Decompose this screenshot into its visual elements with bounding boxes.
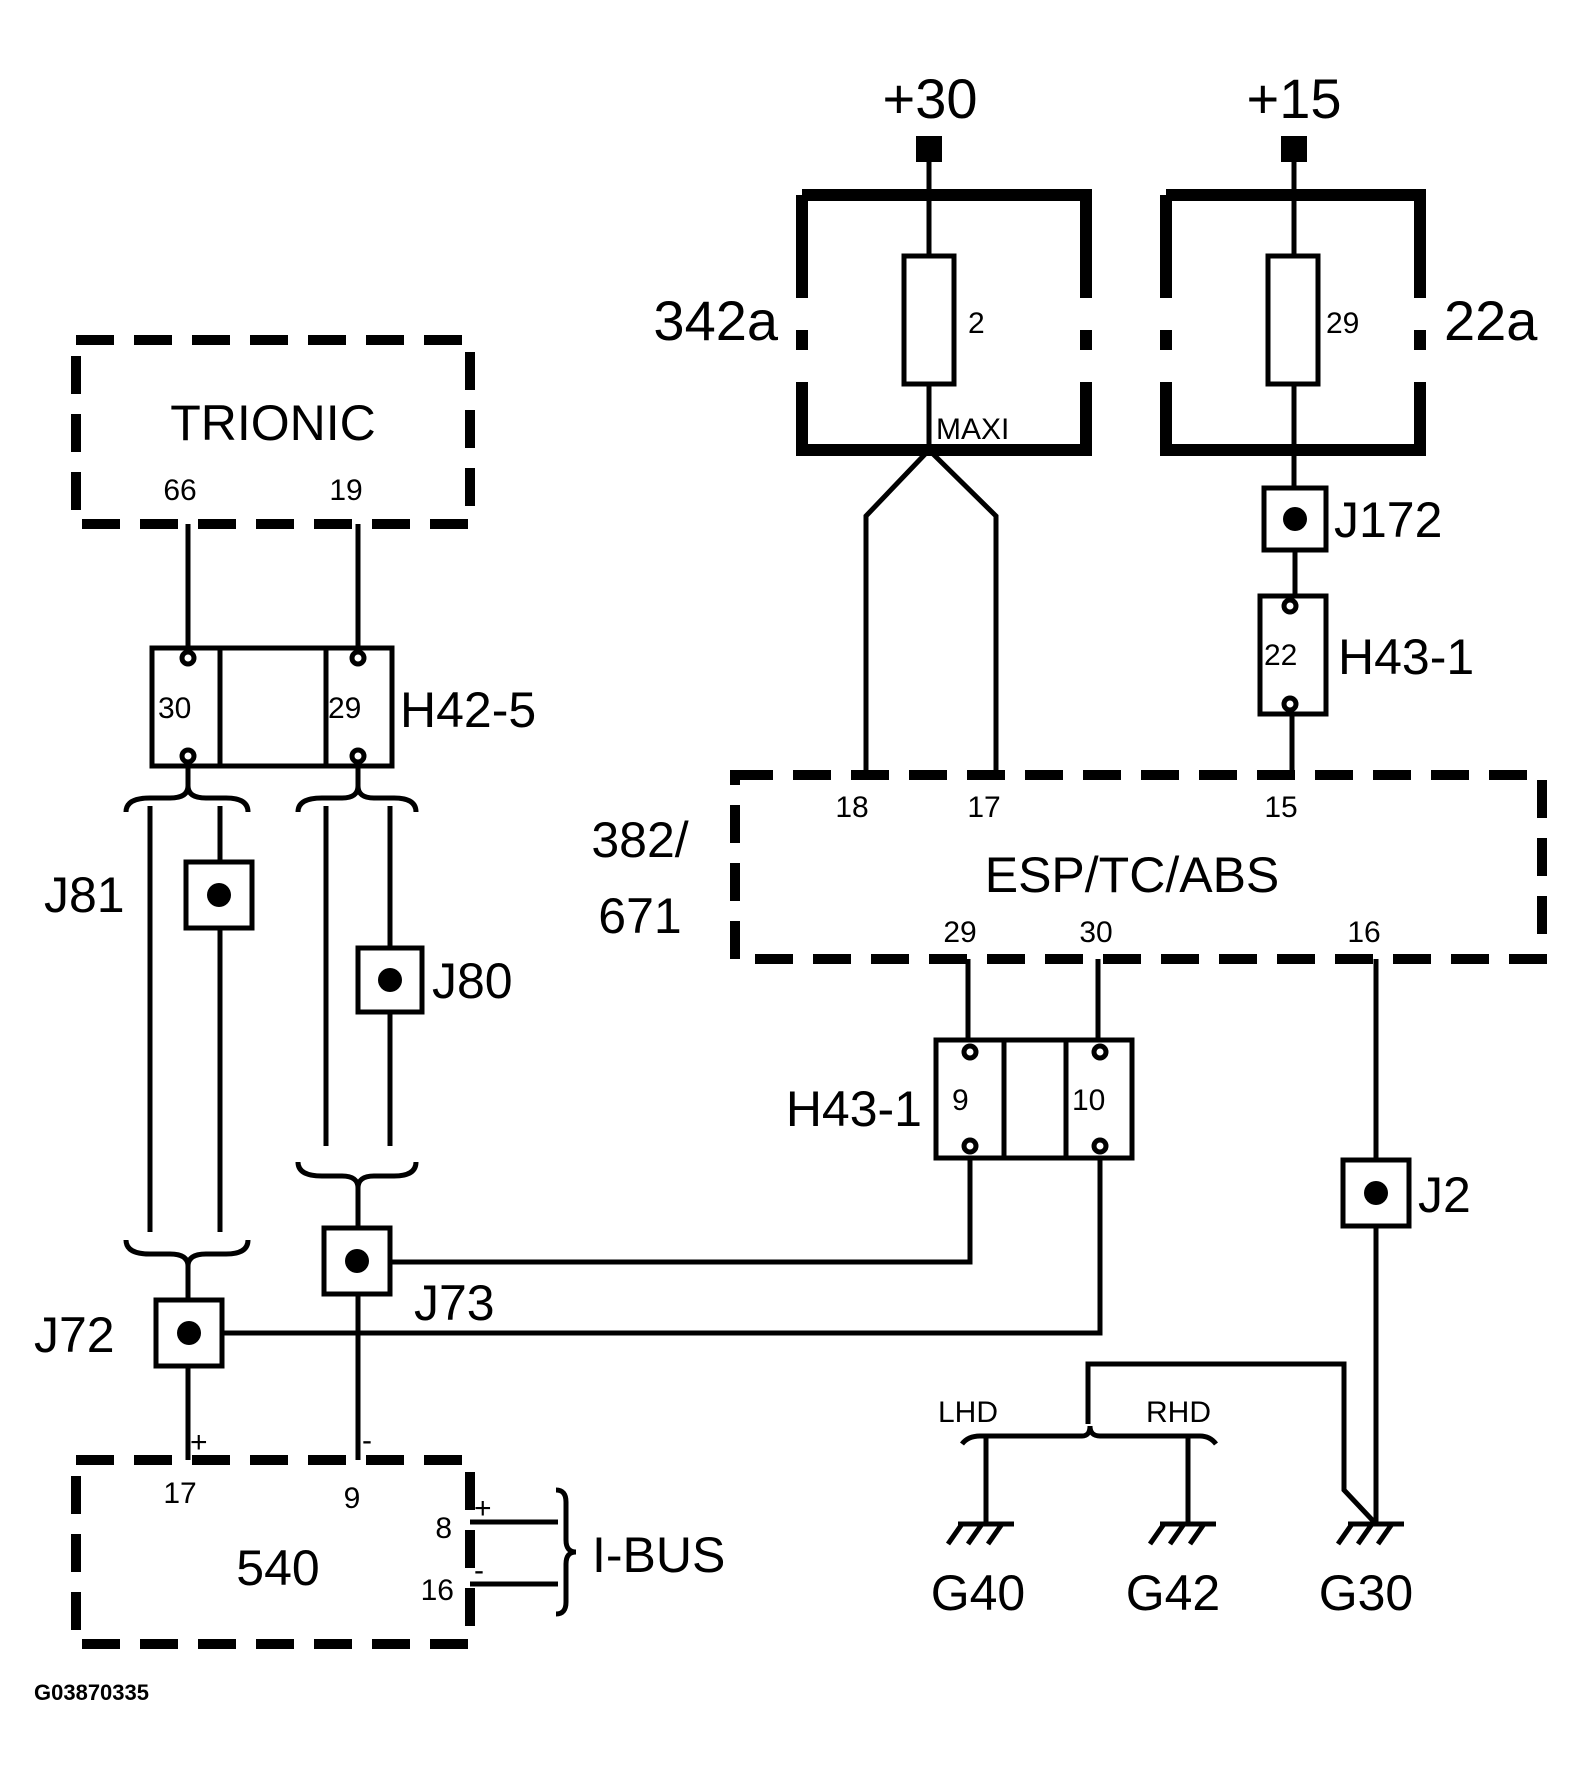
splice-j73-label: J73 [414, 1275, 495, 1331]
supply-plus15-terminal [1281, 136, 1307, 162]
trionic-module: TRIONIC 66 19 [71, 335, 475, 529]
ibus-minus-sign: - [474, 1554, 484, 1587]
connector-h43-1-top-label: H43-1 [1338, 629, 1474, 685]
connector-h43-1-mid-pin-10: 10 [1072, 1084, 1105, 1117]
fuse-box-342a: 2 MAXI 342a [653, 162, 1092, 456]
ground-g30: G30 [1319, 1521, 1414, 1621]
esp-pin-18: 18 [835, 791, 868, 824]
connector-h43-1-top: 22 H43-1 [1257, 593, 1474, 717]
splice-j72-label: J72 [34, 1307, 115, 1363]
esp-pin-17: 17 [967, 791, 1000, 824]
fuse-box-22a-label: 22a [1444, 289, 1538, 352]
module540-bus-pin-8: 8 [435, 1512, 452, 1545]
supply-plus30: +30 [883, 67, 978, 162]
twisted-pair-brace-j73 [295, 1161, 419, 1189]
ground-g42: G42 [1126, 1521, 1221, 1621]
connector-h43-1-mid-pin-9: 9 [952, 1084, 969, 1117]
ground-selector: LHD RHD [938, 1361, 1378, 1526]
splice-j2-label: J2 [1418, 1167, 1471, 1223]
connector-h42-5-label: H42-5 [400, 682, 536, 738]
fuse-box-22a: 29 22a [1160, 162, 1538, 488]
splice-j80: J80 [355, 945, 513, 1015]
connector-h43-1-mid: 9 10 H43-1 [786, 1037, 1135, 1161]
connector-h43-1-top-pin: 22 [1264, 639, 1297, 672]
ground-g42-label: G42 [1126, 1565, 1221, 1621]
twisted-pair-brace-j81 [123, 785, 251, 813]
splice-j2: J2 [1340, 1157, 1471, 1229]
module540-label: 540 [236, 1540, 319, 1596]
ibus-brace [555, 1487, 577, 1617]
trionic-label: TRIONIC [170, 395, 376, 451]
ground-g40: G40 [931, 1521, 1026, 1621]
twisted-pair-brace-j72 [123, 1239, 251, 1267]
connector-h42-5-pin-29: 29 [328, 692, 361, 725]
fuse-29-number: 29 [1326, 307, 1359, 340]
esp-module-label: ESP/TC/ABS [985, 847, 1280, 903]
module540-pin-9: 9 [344, 1482, 361, 1515]
esp-module-id-line2: 671 [598, 888, 681, 944]
trionic-pin-66: 66 [163, 474, 196, 507]
splice-j80-label: J80 [432, 953, 513, 1009]
esp-module: ESP/TC/ABS 18 17 15 29 30 16 382/ 671 [591, 770, 1547, 964]
splice-j172-label: J172 [1334, 492, 1442, 548]
supply-plus30-terminal [916, 136, 942, 162]
module540-bus-pin-16: 16 [421, 1574, 454, 1607]
ground-g30-label: G30 [1319, 1565, 1414, 1621]
esp-pin-15: 15 [1264, 791, 1297, 824]
lhd-label: LHD [938, 1396, 998, 1429]
esp-pin-29: 29 [943, 916, 976, 949]
figure-id: G03870335 [34, 1680, 149, 1705]
module540-pin-17: 17 [163, 1477, 196, 1510]
wire-h43-10-to-j72 [222, 1158, 1103, 1336]
esp-pin-30: 30 [1079, 916, 1112, 949]
connector-h42-5: 30 29 H42-5 [149, 645, 536, 769]
module-540: 540 17 9 8 16 [71, 1455, 475, 1649]
connector-h43-1-mid-label: H43-1 [786, 1081, 922, 1137]
esp-module-id-line1: 382/ [591, 812, 688, 868]
ground-g40-label: G40 [931, 1565, 1026, 1621]
rhd-label: RHD [1146, 1396, 1211, 1429]
module540-minus-sign: - [362, 1424, 372, 1457]
fuse-2 [901, 253, 957, 387]
splice-j81-label: J81 [44, 867, 125, 923]
wire-h43-9-to-j73 [390, 1158, 973, 1265]
splice-j72: J72 [34, 1297, 225, 1369]
esp-pin-16: 16 [1347, 916, 1380, 949]
fuse-type-label: MAXI [936, 413, 1009, 446]
connector-h42-5-pin-30: 30 [158, 692, 191, 725]
fuse-box-342a-label: 342a [653, 289, 778, 352]
fuse-29 [1265, 253, 1321, 387]
twisted-pair-brace-j80 [295, 785, 419, 813]
trionic-pin-19: 19 [329, 474, 362, 507]
splice-j73: J73 [321, 1225, 495, 1331]
module540-plus-sign: + [190, 1426, 208, 1459]
fuse-2-number: 2 [968, 307, 985, 340]
ibus-label: I-BUS [592, 1527, 725, 1583]
ibus: + - I-BUS [470, 1487, 725, 1617]
supply-plus30-label: +30 [883, 67, 978, 130]
splice-j172: J172 [1261, 485, 1442, 553]
wires-maxi-to-esp [863, 448, 999, 775]
ibus-plus-sign: + [474, 1492, 492, 1525]
supply-plus15: +15 [1247, 67, 1342, 162]
splice-j81: J81 [44, 859, 255, 931]
supply-plus15-label: +15 [1247, 67, 1342, 130]
